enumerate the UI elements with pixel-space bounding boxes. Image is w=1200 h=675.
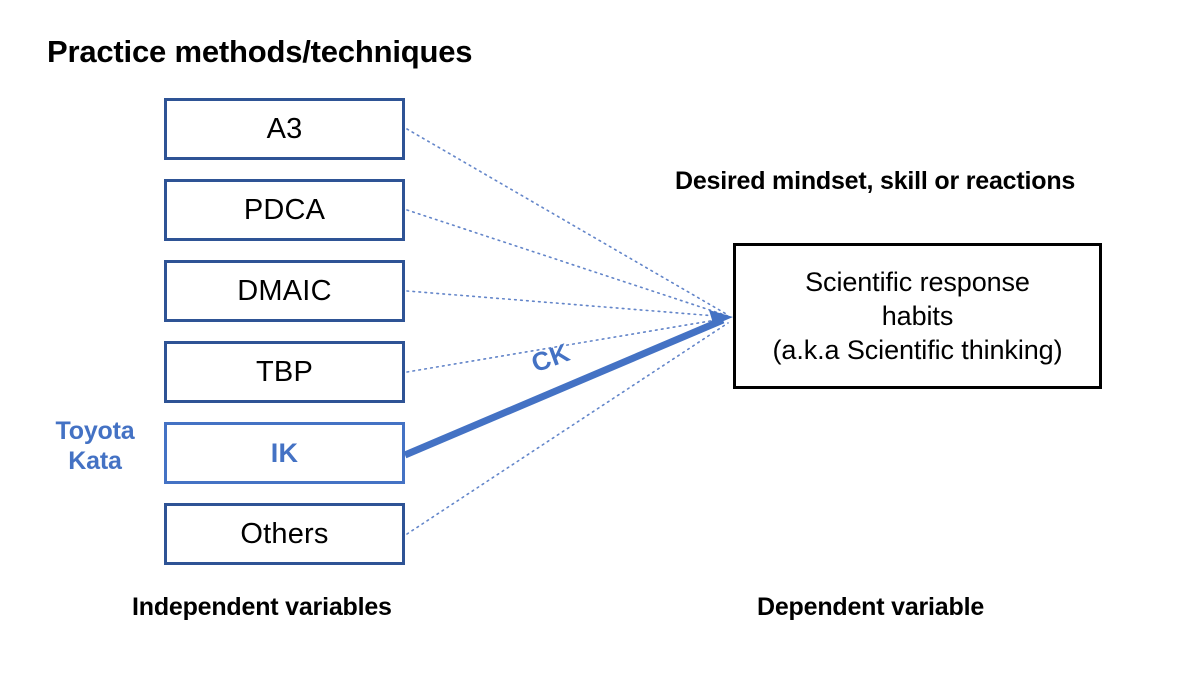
method-box-dmaic[interactable]: DMAIC <box>164 260 405 322</box>
edge-ik-to-outcome <box>403 310 733 459</box>
method-box-tbp[interactable]: TBP <box>164 341 405 403</box>
method-box-label: DMAIC <box>237 274 332 307</box>
outcome-line-3: (a.k.a Scientific thinking) <box>772 335 1063 366</box>
outcome-line-2: habits <box>881 300 954 331</box>
edge-a3-to-outcome <box>406 128 729 316</box>
page-title-practice-methods: Practice methods/techniques <box>47 34 473 69</box>
method-box-pdca[interactable]: PDCA <box>164 179 405 241</box>
axis-label-dependent-variable: Dependent variable <box>757 593 985 621</box>
method-box-label: A3 <box>266 112 303 145</box>
method-box-others[interactable]: Others <box>164 503 405 565</box>
edge-pdca-to-outcome <box>406 209 729 317</box>
method-box-a3[interactable]: A3 <box>164 98 405 160</box>
method-box-label: PDCA <box>243 193 326 226</box>
outcome-box-scientific-response-habits[interactable]: Scientific response habits (a.k.a Scient… <box>733 243 1102 389</box>
edge-dmaic-to-outcome <box>406 290 729 318</box>
toyota-kata-line-1: Toyota <box>55 417 135 445</box>
method-box-label: Others <box>240 517 329 550</box>
annotation-toyota-kata: Toyota Kata <box>34 417 156 476</box>
method-box-label: TBP <box>256 355 313 388</box>
method-box-ik[interactable]: IK <box>164 422 405 484</box>
edge-label-ck: CK <box>527 336 574 379</box>
section-title-desired-mindset: Desired mindset, skill or reactions <box>675 167 1076 195</box>
axis-label-independent-variables: Independent variables <box>132 593 392 621</box>
outcome-line-1: Scientific response <box>805 266 1030 297</box>
toyota-kata-line-2: Kata <box>68 446 122 475</box>
method-box-label: IK <box>270 437 299 468</box>
